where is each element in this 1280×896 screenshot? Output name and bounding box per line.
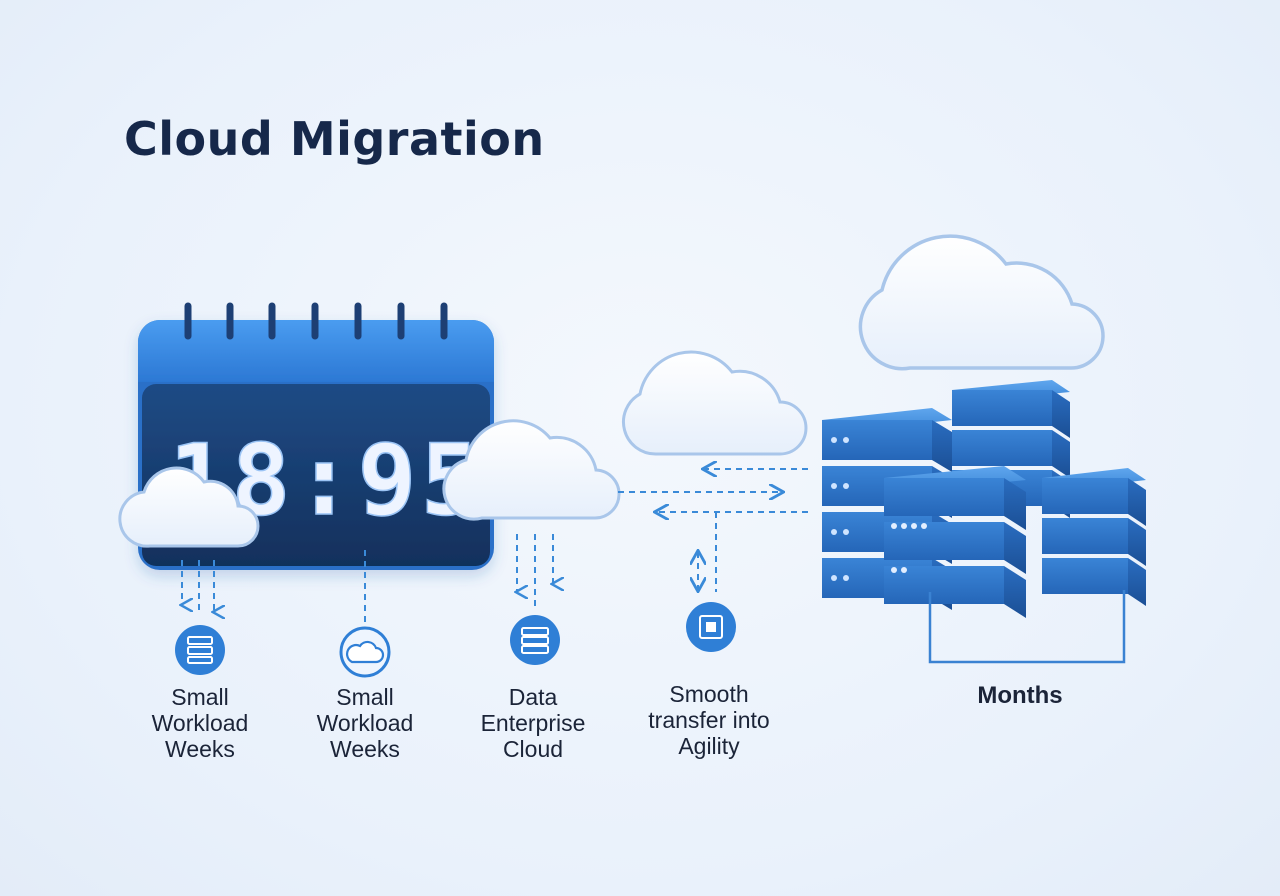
destination-label: Months [977,682,1063,709]
step-label-line: Small [171,684,229,710]
calendar-rings [184,302,448,340]
step-label-line: Workload [316,710,414,736]
step-label-3: Data Enterprise Cloud [453,684,613,762]
cloud-icon [442,419,621,521]
server-stack-icon [822,380,1146,618]
database-icon [510,615,560,665]
page-title: Cloud Migration [124,112,545,166]
step-label-line: Data [508,684,558,710]
bracket-line [928,590,1126,664]
step-label-2: Small Workload Weeks [285,684,445,762]
cloud-icon [339,626,391,678]
step-label-line: Smooth [669,681,749,707]
chip-icon [686,602,736,652]
step-label-line: Agility [678,733,740,759]
step-label-1: Small Workload Weeks [120,684,280,762]
connector-lines [182,469,808,625]
step-label-line: Cloud [502,736,564,762]
cloud-icon [622,350,808,456]
step-label-line: Weeks [330,736,400,762]
step-label-line: Workload [151,710,249,736]
server-rack-icon [175,625,225,675]
cloud-icon [858,234,1105,371]
step-label-line: Enterprise [480,710,586,736]
step-label-line: Weeks [165,736,235,762]
cloud-icon [118,466,260,548]
step-label-line: transfer into [648,707,770,733]
step-label-4: Smooth transfer into Agility [629,681,789,759]
step-label-line: Small [336,684,394,710]
